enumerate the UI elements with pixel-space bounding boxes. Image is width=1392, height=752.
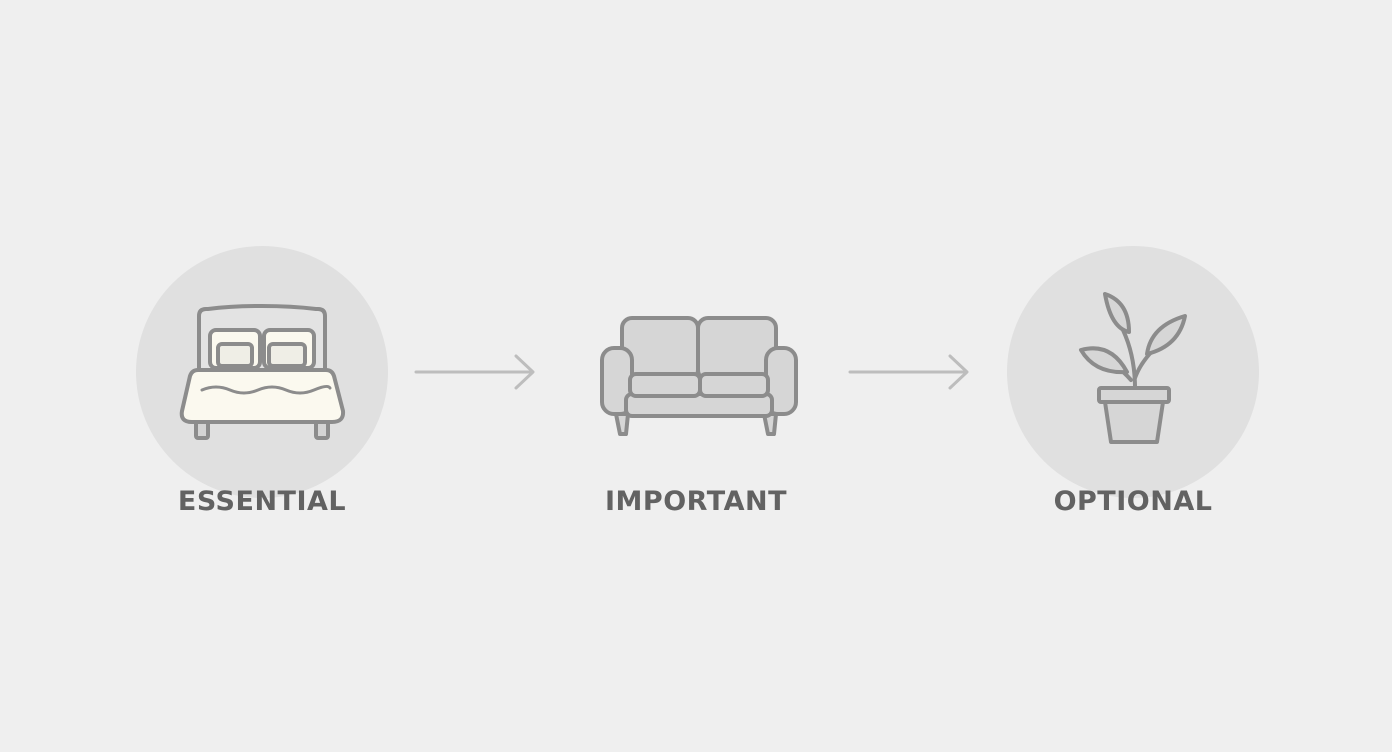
step-essential: ESSENTIAL (136, 246, 388, 526)
potted-plant-icon (1079, 292, 1187, 444)
optional-label: OPTIONAL (1053, 486, 1213, 517)
important-label: IMPORTANT (605, 486, 787, 517)
important-icon-area (570, 246, 822, 498)
step-optional: OPTIONAL (1007, 246, 1259, 526)
arrow-right-icon (414, 354, 535, 390)
step-important: IMPORTANT (570, 246, 822, 526)
essential-circle (136, 246, 388, 498)
essential-label: ESSENTIAL (177, 486, 347, 517)
sofa-icon (600, 316, 798, 436)
bed-icon (179, 304, 346, 440)
arrow-right-icon (848, 354, 969, 390)
optional-circle (1007, 246, 1259, 498)
